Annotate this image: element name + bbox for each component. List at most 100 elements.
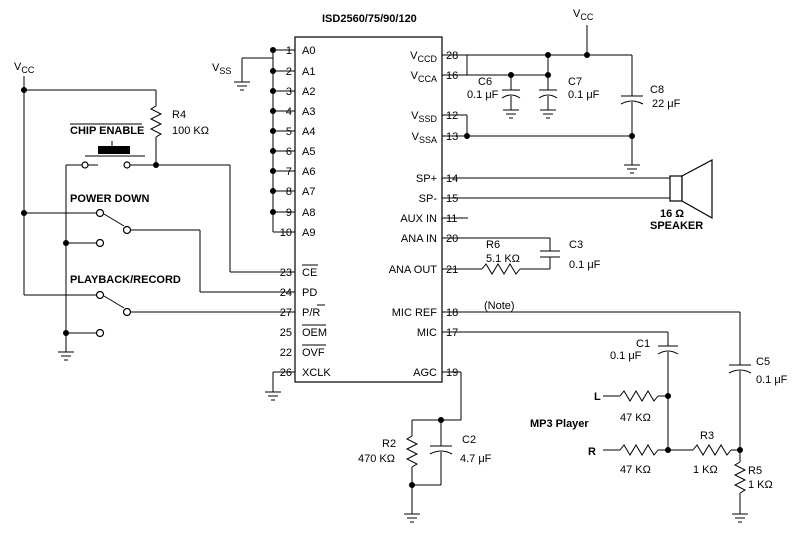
r5-value: 1 KΩ (748, 479, 773, 491)
switch-contacts (81, 161, 132, 338)
pin-name: A1 (302, 66, 315, 78)
ground-symbol (234, 81, 250, 91)
r4-value: 100 KΩ (172, 125, 209, 137)
c5-value: 0.1 μF (756, 374, 788, 386)
pin-number: 19 (446, 367, 458, 379)
r3-value: 1 KΩ (693, 464, 718, 476)
r5-name: R5 (748, 465, 762, 477)
chip-enable-button[interactable] (98, 146, 130, 154)
c7-value: 0.1 μF (568, 89, 600, 101)
pin-number: 7 (286, 166, 292, 178)
capacitor-c2 (429, 445, 453, 455)
pin-name: A4 (302, 126, 315, 138)
pin-name: VCCA (411, 70, 437, 84)
pin-name: CE (302, 267, 317, 279)
pin-number: 13 (446, 131, 458, 143)
rr-value: 47 KΩ (620, 464, 651, 476)
pin-number: 3 (286, 86, 292, 98)
pin-number: 21 (446, 264, 458, 276)
resistor-rr (619, 444, 659, 456)
pin-number: 14 (446, 173, 458, 185)
pin-name: A8 (302, 207, 315, 219)
pin-name: A3 (302, 106, 315, 118)
c2-name: C2 (462, 434, 476, 446)
pin-name: VSSD (411, 110, 437, 124)
pin-number: 5 (286, 126, 292, 138)
capacitor-c7 (538, 89, 558, 99)
pin-name: A5 (302, 146, 315, 158)
pin-number: 16 (446, 70, 458, 82)
pin-number: 20 (446, 233, 458, 245)
speaker-ohm: 16 Ω (660, 208, 684, 220)
ground-symbol (404, 513, 420, 523)
c6-name: C6 (478, 76, 492, 88)
switch-blade[interactable] (103, 213, 125, 227)
pin-name: OVF (302, 347, 325, 359)
pin-name: XCLK (302, 367, 331, 379)
pin-number: 18 (446, 307, 458, 319)
l-label: L (594, 391, 601, 403)
chip-enable-label: CHIP ENABLE (70, 125, 144, 137)
switch-blade[interactable] (103, 295, 125, 309)
pin-number: 1 (286, 45, 292, 57)
pin-number: 23 (280, 267, 292, 279)
vcc-label-left: VCC (14, 61, 35, 75)
pin-number: 10 (280, 227, 292, 239)
ground-symbol (503, 109, 519, 119)
chip-title: ISD2560/75/90/120 (322, 13, 417, 25)
pin-name: A2 (302, 86, 315, 98)
c5-name: C5 (756, 356, 770, 368)
pin-number: 2 (286, 66, 292, 78)
ground-symbol (58, 351, 74, 361)
pin-name: P/R (302, 307, 320, 319)
pin-number: 15 (446, 193, 458, 205)
pin-name: MIC (417, 327, 437, 339)
junction-dots (21, 47, 743, 488)
power-down-label: POWER DOWN (70, 193, 149, 205)
pin-name: ANA IN (401, 233, 437, 245)
r-label: R (588, 446, 596, 458)
capacitor-c1 (657, 345, 679, 355)
pin-number: 8 (286, 186, 292, 198)
resistor-r2 (405, 435, 419, 468)
c3-value: 0.1 μF (569, 259, 601, 271)
c2-value: 4.7 μF (460, 453, 492, 465)
resistor-r4 (149, 105, 163, 138)
note-label: (Note) (484, 300, 515, 312)
pin-name: ANA OUT (389, 264, 438, 276)
pin-name: SP+ (416, 173, 437, 185)
pin-name: OEM (302, 327, 327, 339)
r4-name: R4 (172, 109, 186, 121)
pin-name: AUX IN (400, 213, 437, 225)
r2-value: 470 KΩ (358, 453, 395, 465)
pin-name: A7 (302, 186, 315, 198)
r3-name: R3 (700, 430, 714, 442)
r6-value: 5.1 KΩ (486, 253, 520, 265)
pin-number: 17 (446, 327, 458, 339)
mp3-player-label: MP3 Player (530, 418, 589, 430)
capacitor-c6 (501, 89, 521, 99)
pin-name: MIC REF (392, 307, 438, 319)
c1-name: C1 (636, 338, 650, 350)
r6-name: R6 (486, 239, 500, 251)
pin-name: A6 (302, 166, 315, 178)
pin-number: 11 (446, 213, 457, 225)
rl-value: 47 KΩ (620, 412, 651, 424)
ground-symbol (732, 513, 748, 523)
pin-name: PD (302, 287, 317, 299)
r2-name: R2 (382, 438, 396, 450)
pin-number: 24 (280, 287, 292, 299)
capacitor-c5 (728, 364, 752, 374)
resistor-r5 (733, 461, 747, 494)
resistor-r6 (481, 263, 521, 275)
c8-name: C8 (650, 84, 664, 96)
pin-number: 4 (286, 106, 292, 118)
pin-name: A9 (302, 227, 315, 239)
c7-name: C7 (568, 76, 582, 88)
pin-number: 9 (286, 207, 292, 219)
pin-number: 12 (446, 110, 458, 122)
ground-symbol (265, 391, 281, 401)
